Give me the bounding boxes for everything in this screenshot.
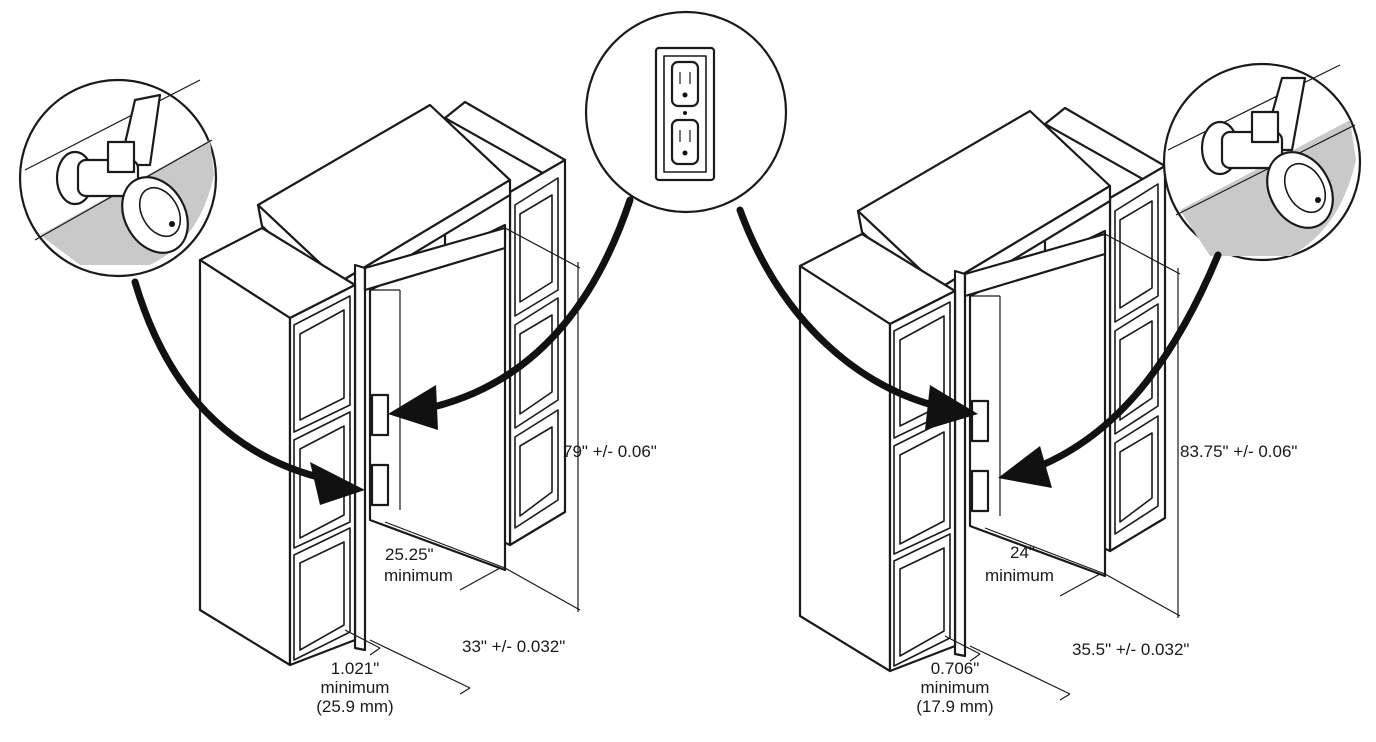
electrical-outlet-icon [654,46,716,182]
left-width-dimension-value: 25.25" [385,545,434,564]
right-width-dimension-word: minimum [985,566,1054,585]
right-valve-arrow [1026,251,1222,474]
left-valve-arrow [131,278,334,484]
right-height-dimension: 83.75" +/- 0.06" [1180,442,1298,461]
left-valve-callout [18,78,218,278]
left-valve-arrowhead [310,462,365,505]
left-width-dimension-word: minimum [384,566,453,585]
left-gap-metric: (25.9 mm) [316,697,394,716]
callout-arrows [131,196,1222,505]
outlet-arrow-right [736,206,949,412]
right-width-dimension-value: 24" [1010,543,1035,562]
left-gap-word: minimum [320,678,390,697]
right-depth-dimension: 35.5" +/- 0.032" [1072,640,1190,659]
outlet-arrowhead-right [925,385,978,430]
left-cabinet-drawing [198,100,582,696]
right-gap-metric: (17.9 mm) [916,697,994,716]
right-gap-value: 0.706" [930,659,980,678]
right-gap-dimension: 0.706" minimum (17.9 mm) [900,659,1010,716]
left-gap-value: 1.021" [330,659,380,678]
left-depth-dimension: 33" +/- 0.032" [462,637,566,656]
left-gap-dimension: 1.021" minimum (25.9 mm) [300,659,410,716]
water-shutoff-valve-icon [55,93,189,254]
left-height-dimension: 79" +/- 0.06" [563,442,657,461]
right-gap-word: minimum [920,678,990,697]
outlet-arrow-left [416,196,634,414]
water-shutoff-valve-icon [1200,76,1334,229]
outlet-callout [584,10,788,214]
right-valve-callout [1162,62,1362,262]
right-valve-arrowhead [998,446,1052,488]
outlet-arrowhead-left [388,385,438,430]
